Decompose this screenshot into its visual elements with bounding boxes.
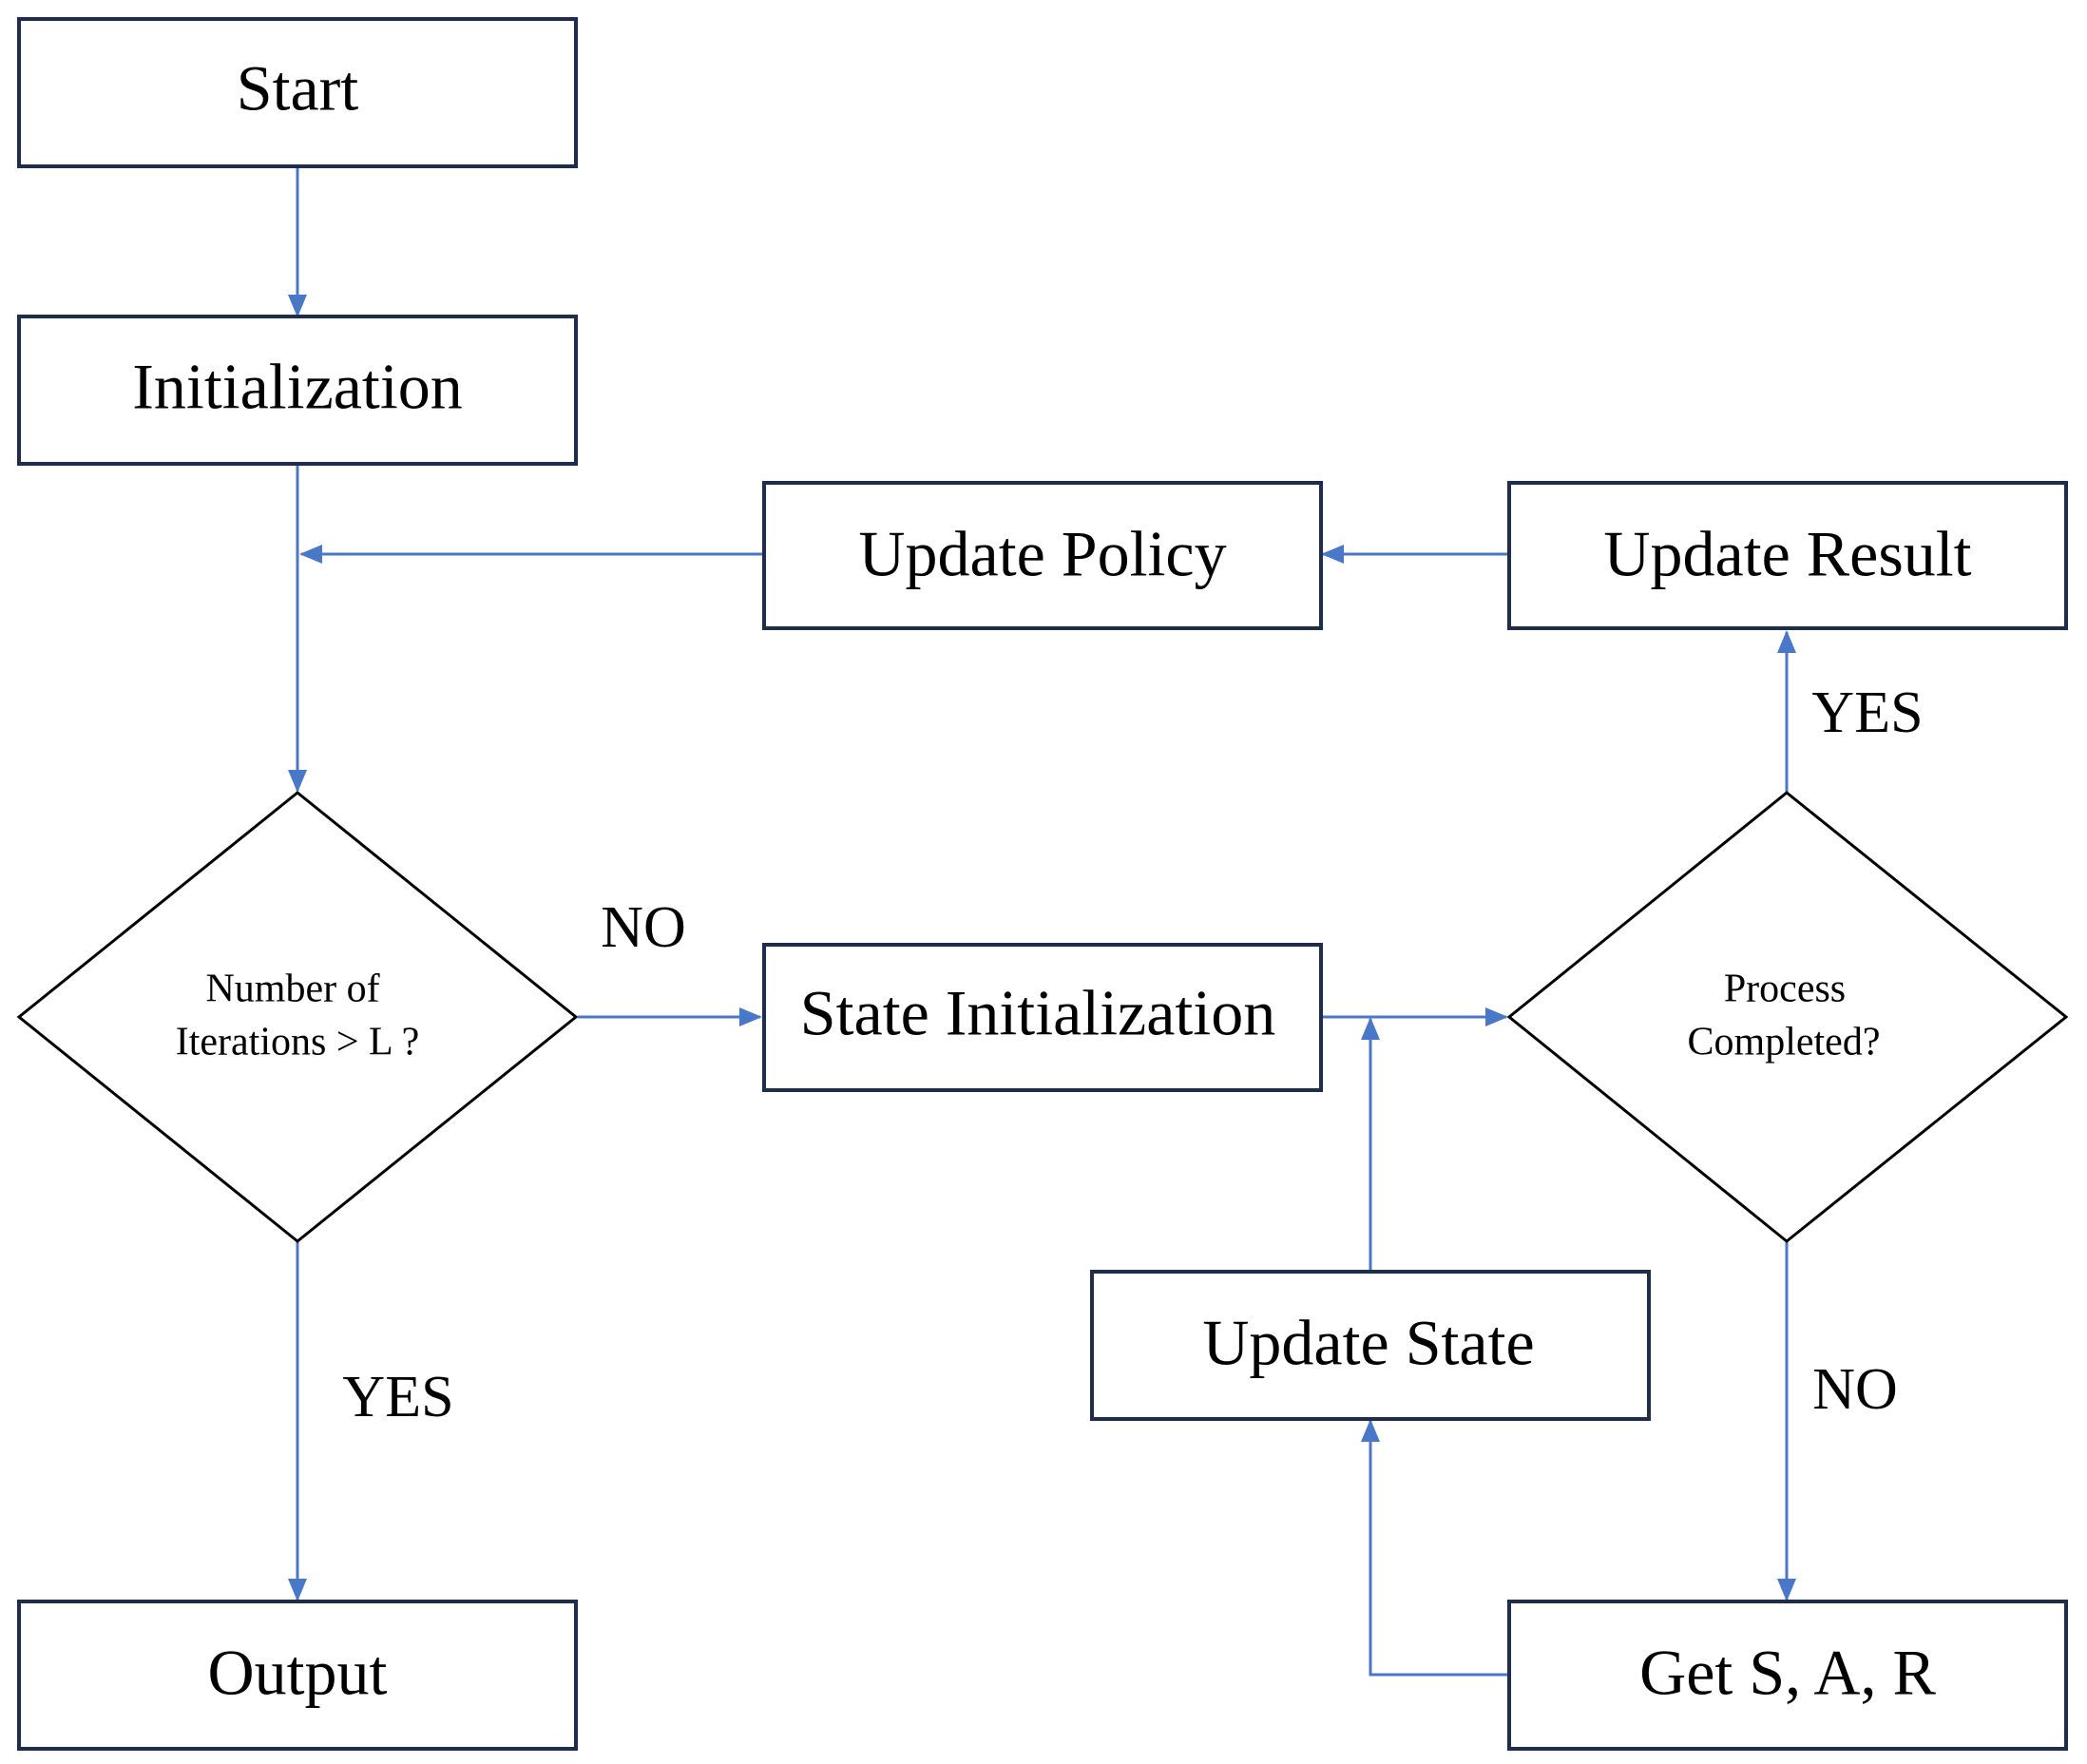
update-state-box bbox=[1090, 1270, 1651, 1421]
process-yes-label: YES bbox=[1811, 681, 1923, 745]
iterations-decision-diamond bbox=[16, 791, 579, 1243]
output-label: Output bbox=[208, 1637, 388, 1709]
get-sar-box bbox=[1507, 1600, 2068, 1751]
get-sar-label: Get S, A, R bbox=[1639, 1637, 1936, 1709]
update-policy-box bbox=[762, 481, 1323, 630]
state-initialization-box bbox=[762, 943, 1323, 1092]
iterations-decision-label-line-1: Number of bbox=[205, 968, 379, 1011]
initialization-box bbox=[17, 315, 578, 466]
initialization-label: Initialization bbox=[132, 351, 462, 423]
update-state-label: Update State bbox=[1202, 1307, 1534, 1379]
process-decision-label-line-1: Process bbox=[1724, 968, 1846, 1011]
connectors bbox=[288, 166, 1796, 1677]
output-box bbox=[17, 1600, 578, 1751]
process-no-label: NO bbox=[1812, 1357, 1898, 1422]
process-decision-diamond bbox=[1506, 791, 2069, 1243]
update-result-label: Update Result bbox=[1603, 518, 1971, 590]
update-policy-label: Update Policy bbox=[858, 518, 1226, 590]
process-decision-label-line-2: Completed? bbox=[1688, 1021, 1881, 1064]
iterations-no-label: NO bbox=[601, 895, 686, 960]
iterations-decision-label-line-2: Iterations > L ? bbox=[176, 1021, 420, 1064]
iterations-yes-label: YES bbox=[342, 1365, 453, 1429]
diamonds bbox=[16, 791, 2069, 1243]
state-initialization-label: State Initialization bbox=[800, 977, 1275, 1049]
start-label: Start bbox=[237, 52, 359, 125]
edge-get-sar-to-update-state bbox=[1361, 1419, 1509, 1677]
update-result-box bbox=[1507, 481, 2068, 630]
boxes bbox=[17, 17, 2068, 1751]
start-box bbox=[17, 17, 578, 168]
